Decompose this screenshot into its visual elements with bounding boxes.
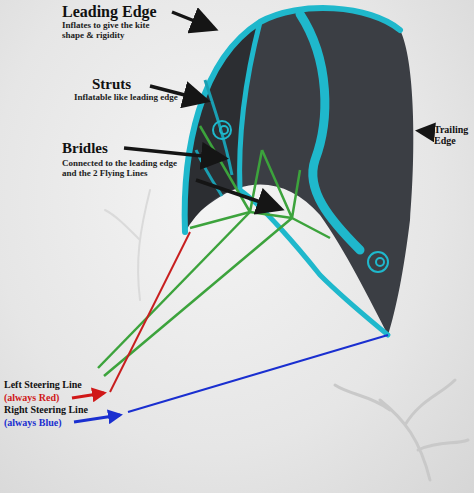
kite-canopy	[185, 8, 414, 335]
line-color-note: (always Red)	[4, 392, 70, 403]
line-color-note: (always Blue)	[4, 417, 72, 428]
part-description: Connected to the leading edge and the 2 …	[62, 159, 192, 179]
red-arrow	[72, 393, 104, 398]
logo-swirl	[213, 121, 231, 139]
strut	[205, 80, 232, 175]
leading-edge	[185, 8, 400, 232]
line-name: Left Steering Line	[4, 379, 96, 390]
part-name: Trailing Edge	[434, 124, 472, 146]
flying-line	[104, 218, 292, 376]
bridle-line	[250, 150, 330, 238]
tree-branch	[335, 380, 468, 480]
line-name: Right Steering Line	[4, 404, 100, 415]
part-name: Struts	[92, 76, 152, 93]
callout-arrow	[420, 131, 431, 132]
tree-branch	[105, 190, 150, 300]
part-name: Bridles	[62, 140, 124, 157]
left-steering-line	[110, 232, 190, 392]
right-steering-line	[128, 335, 388, 412]
blue-arrow	[74, 415, 120, 422]
flying-line	[98, 212, 250, 368]
logo-swirl	[376, 258, 384, 266]
callout-arrow	[124, 148, 222, 158]
callout-arrow	[172, 12, 212, 28]
logo-swirl	[220, 126, 228, 134]
bridles	[190, 126, 330, 238]
canopy-stripe	[300, 14, 360, 250]
part-description: Inflates to give the kite shape & rigidi…	[62, 21, 170, 41]
callout-arrow	[196, 180, 278, 208]
callout-arrows	[124, 12, 431, 208]
part-name: Leading Edge	[62, 3, 172, 21]
canopy	[185, 8, 414, 335]
logo-swirl	[368, 252, 388, 272]
part-description: Inflatable like leading edge	[74, 93, 186, 103]
